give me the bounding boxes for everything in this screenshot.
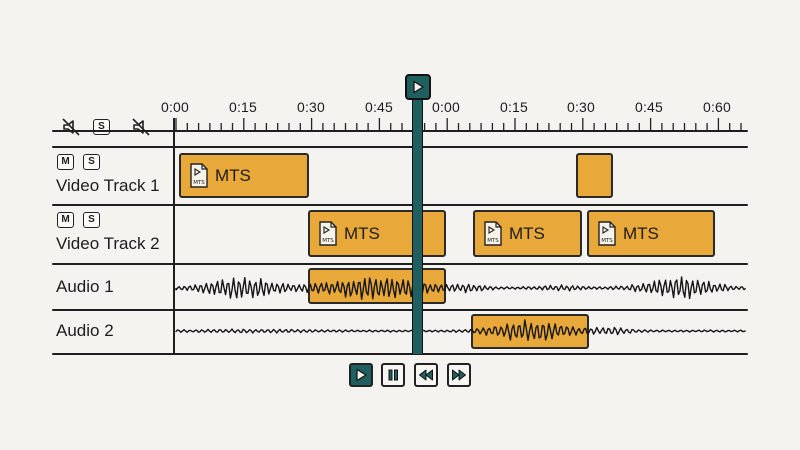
video-clip[interactable] [576,153,613,198]
pause-button[interactable] [381,363,405,387]
ruler-tick-label: 0:30 [566,99,596,115]
video-clip[interactable]: MTS MTS [473,210,582,257]
track-name-audio-1[interactable]: Audio 1 [56,277,114,296]
playhead-line[interactable] [412,98,423,354]
track-divider [52,309,748,311]
mute-button[interactable]: M [57,154,74,170]
play-icon [413,80,424,94]
video-file-icon: MTS [190,163,208,188]
mute-button[interactable]: M [57,212,74,228]
video-file-icon: MTS [598,221,616,246]
header-column-divider [173,118,175,354]
svg-text:MTS: MTS [601,238,613,244]
track-name-audio-2[interactable]: Audio 2 [56,321,114,340]
ruler-baseline [52,130,748,132]
solo-button[interactable]: S [83,212,100,228]
track-divider [52,263,748,265]
track-divider [52,204,748,206]
track-name: Video Track 1 [56,176,160,195]
ruler-tick-label: 0:45 [364,99,394,115]
rewind-icon [419,369,433,381]
track-divider [52,353,748,355]
fast-forward-icon [452,369,466,381]
ruler-tick-label: 0:15 [499,99,529,115]
play-icon [356,368,367,382]
video-file-icon: MTS [484,221,502,246]
pause-icon [388,369,398,381]
rewind-button[interactable] [414,363,438,387]
clip-label: MTS [509,223,545,243]
video-clip[interactable]: MTS MTS [587,210,715,257]
playhead-handle[interactable] [405,74,431,100]
video-file-icon: MTS [319,221,337,246]
fast-forward-button[interactable] [447,363,471,387]
ruler-tick-label: 0:00 [431,99,461,115]
video-clip[interactable]: MTS MTS [179,153,309,198]
speaker-muted-icon[interactable] [130,116,152,138]
video-clip[interactable]: MTS MTS [308,210,446,257]
play-button[interactable] [349,363,373,387]
speaker-muted-icon[interactable] [60,116,82,138]
ruler-tick-label: 0:15 [228,99,258,115]
ruler-tick-label: 0:60 [702,99,732,115]
solo-button[interactable]: S [83,154,100,170]
ruler-tick-label: 0:30 [296,99,326,115]
clip-label: MTS [215,165,251,185]
clip-label: MTS [344,223,380,243]
track-name: Video Track 2 [56,234,160,253]
svg-text:MTS: MTS [193,180,205,186]
track-divider [52,146,748,148]
svg-text:MTS: MTS [322,238,334,244]
clip-label: MTS [623,223,659,243]
svg-text:MTS: MTS [487,238,499,244]
ruler-tick-label: 0:45 [634,99,664,115]
ruler-ticks [175,118,742,131]
ruler-tick-label: 0:00 [160,99,190,115]
